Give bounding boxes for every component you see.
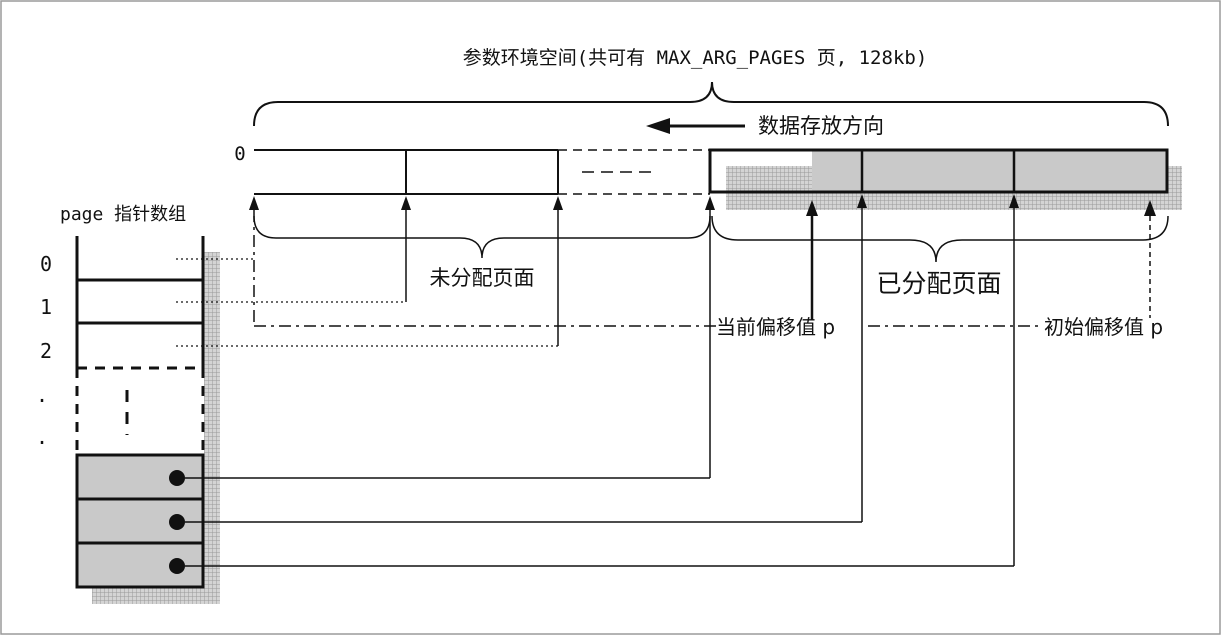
unallocated-label: 未分配页面	[430, 266, 535, 290]
allocated-label: 已分配页面	[876, 269, 1001, 298]
unallocated-brace	[253, 215, 711, 259]
null-pointer-links	[176, 258, 558, 347]
allocated-pages	[708, 148, 1169, 194]
left-arrow-icon	[646, 118, 745, 134]
array-index: .	[36, 425, 48, 449]
array-index: .	[36, 383, 48, 407]
array-title: page 指针数组	[60, 204, 186, 225]
initial-offset-label: 初始偏移值 p	[1044, 315, 1163, 339]
up-arrow-icon	[249, 194, 1156, 566]
unallocated-pages	[254, 149, 710, 195]
array-index: 0	[40, 252, 52, 276]
allocated-brace	[711, 215, 1169, 263]
current-offset-label: 当前偏移值 p	[716, 315, 835, 339]
array-shadow	[204, 252, 220, 604]
array-index: 2	[40, 339, 52, 363]
array-cells	[75, 236, 205, 589]
pointer-links	[185, 477, 1014, 567]
page-start-label: 0	[234, 143, 245, 165]
diagram-title: 参数环境空间(共可有 MAX_ARG_PAGES 页, 128kb)	[463, 47, 928, 69]
top-brace	[253, 81, 1169, 127]
direction-label: 数据存放方向	[758, 114, 884, 138]
array-index: 1	[40, 295, 52, 319]
pointer-dot-icon	[169, 470, 185, 574]
array-shadow	[92, 588, 220, 604]
